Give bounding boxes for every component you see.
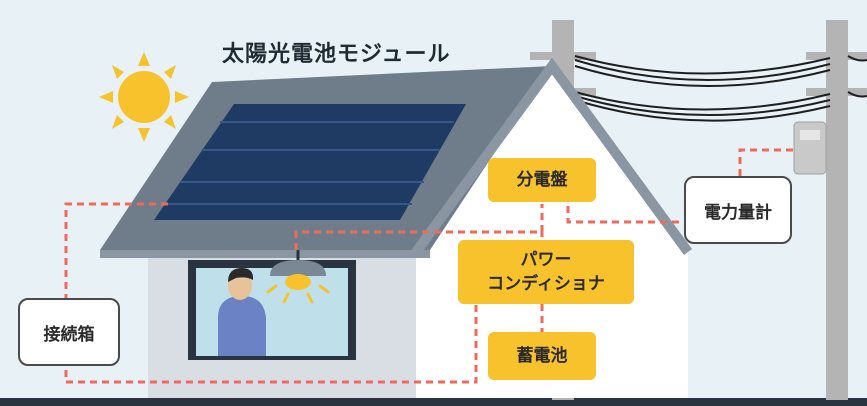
- wiring: [64, 148, 796, 384]
- junction-box-label: 接続箱: [43, 324, 95, 345]
- ground-line: [0, 398, 867, 406]
- sun-icon: [99, 52, 189, 142]
- meter-box-icon: [793, 121, 827, 175]
- distribution-board-box: 分電盤: [488, 158, 596, 202]
- house-gable-wall: [416, 66, 688, 398]
- power-meter-label: 電力量計: [704, 202, 772, 223]
- solar-panel-icon: [154, 104, 466, 220]
- power-conditioner-box: パワー コンディショナ: [458, 240, 634, 304]
- power-conditioner-label-line2: コンディショナ: [487, 274, 605, 294]
- power-conditioner-label-line1: パワー: [520, 250, 572, 270]
- power-lines: [574, 55, 867, 122]
- junction-box: 接続箱: [18, 298, 120, 366]
- person-icon: [218, 268, 266, 356]
- battery-box: 蓄電池: [488, 332, 596, 380]
- roof-gable-edge: [411, 57, 693, 255]
- diagram-title: 太陽光電池モジュール: [222, 42, 451, 67]
- battery-label: 蓄電池: [516, 346, 568, 366]
- power-meter-box: 電力量計: [684, 176, 792, 244]
- ceiling-lamp-icon: [266, 250, 330, 304]
- distribution-board-label: 分電盤: [516, 170, 568, 190]
